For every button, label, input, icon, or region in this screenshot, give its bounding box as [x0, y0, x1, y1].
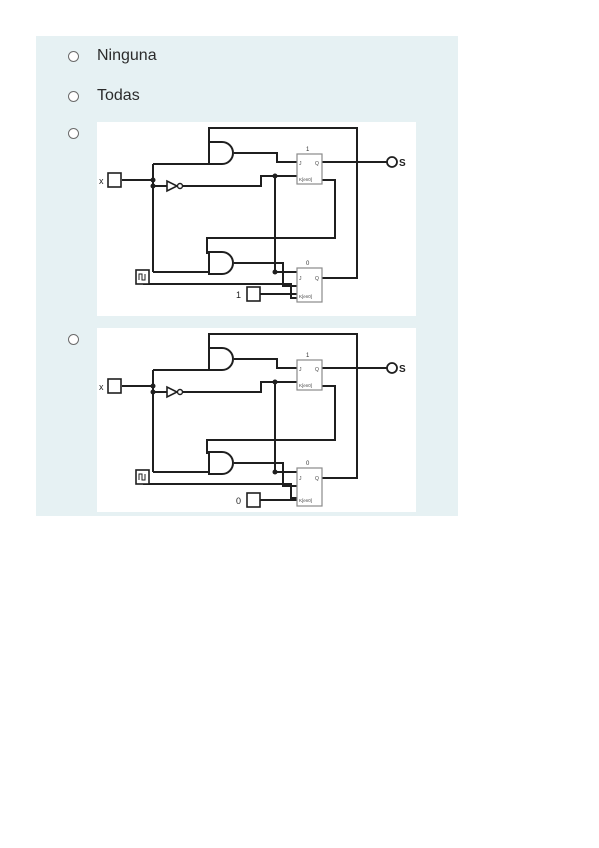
ff-pin-clk: K[en0]: [299, 498, 312, 503]
flip-flop-2: 0 J Q K[en0]: [296, 261, 323, 303]
input-x-box: [107, 172, 122, 188]
flip-flop-2: 0 J Q K[en0]: [296, 461, 323, 507]
output-s-icon: [386, 362, 398, 374]
radio-button[interactable]: [68, 334, 79, 345]
ff-pin-q: Q: [315, 161, 319, 167]
input-x-box: [107, 378, 122, 394]
ff-top-label: 1: [306, 147, 310, 153]
inverter-icon: [166, 179, 184, 193]
answer-options-panel: Ninguna Todas: [36, 36, 458, 516]
ff-pin-clk: K[en0]: [299, 177, 312, 182]
ff-pin-q: Q: [315, 476, 319, 482]
and-gate-icon: [208, 141, 234, 165]
option-circuit-2[interactable]: x S 1 J Q K[en0] 0 J Q K[en0]: [36, 328, 458, 512]
circuit-diagram: x S 1 J Q K[en0] 0 J Q K[en0]: [97, 328, 416, 512]
flip-flop-1: 1 J Q K[en0]: [296, 353, 323, 391]
and-gate-icon: [208, 347, 234, 371]
ff-pin-j: J: [299, 476, 302, 482]
ff-pin-clk: K[en0]: [299, 294, 312, 299]
ff-pin-j: J: [299, 367, 302, 373]
and-gate-icon: [208, 451, 234, 475]
radio-button[interactable]: [68, 91, 79, 102]
inverter-icon: [166, 385, 184, 399]
radio-button[interactable]: [68, 51, 79, 62]
ff-bottom-label: 0: [306, 261, 310, 267]
ff-top-label: 1: [306, 353, 310, 359]
input-label: x: [99, 382, 104, 392]
flip-flop-1: 1 J Q K[en0]: [296, 147, 323, 185]
output-label: S: [399, 158, 406, 169]
output-s-icon: [386, 156, 398, 168]
ff-pin-j: J: [299, 161, 302, 167]
const-label: 0: [236, 496, 241, 506]
output-label: S: [399, 364, 406, 375]
option-label[interactable]: Todas: [97, 87, 140, 104]
constant-input-box: [246, 492, 261, 508]
circuit-diagram: x S 1 J Q K[en0] 0 J Q K[en: [97, 122, 416, 316]
ff-pin-clk: K[en0]: [299, 383, 312, 388]
ff-pin-q: Q: [315, 367, 319, 373]
and-gate-icon: [208, 251, 234, 275]
const-label: 1: [236, 290, 241, 300]
option-todas[interactable]: Todas: [36, 86, 458, 110]
ff-pin-q: Q: [315, 276, 319, 282]
option-label[interactable]: Ninguna: [97, 47, 157, 64]
input-label: x: [99, 176, 104, 186]
clock-source-icon: [135, 469, 150, 485]
option-circuit-1[interactable]: x S 1 J Q K[en0] 0 J Q K[en: [36, 122, 458, 316]
constant-input-box: [246, 286, 261, 302]
clock-source-icon: [135, 269, 150, 285]
radio-button[interactable]: [68, 128, 79, 139]
option-ninguna[interactable]: Ninguna: [36, 46, 458, 70]
ff-pin-j: J: [299, 276, 302, 282]
ff-bottom-label: 0: [306, 461, 310, 467]
